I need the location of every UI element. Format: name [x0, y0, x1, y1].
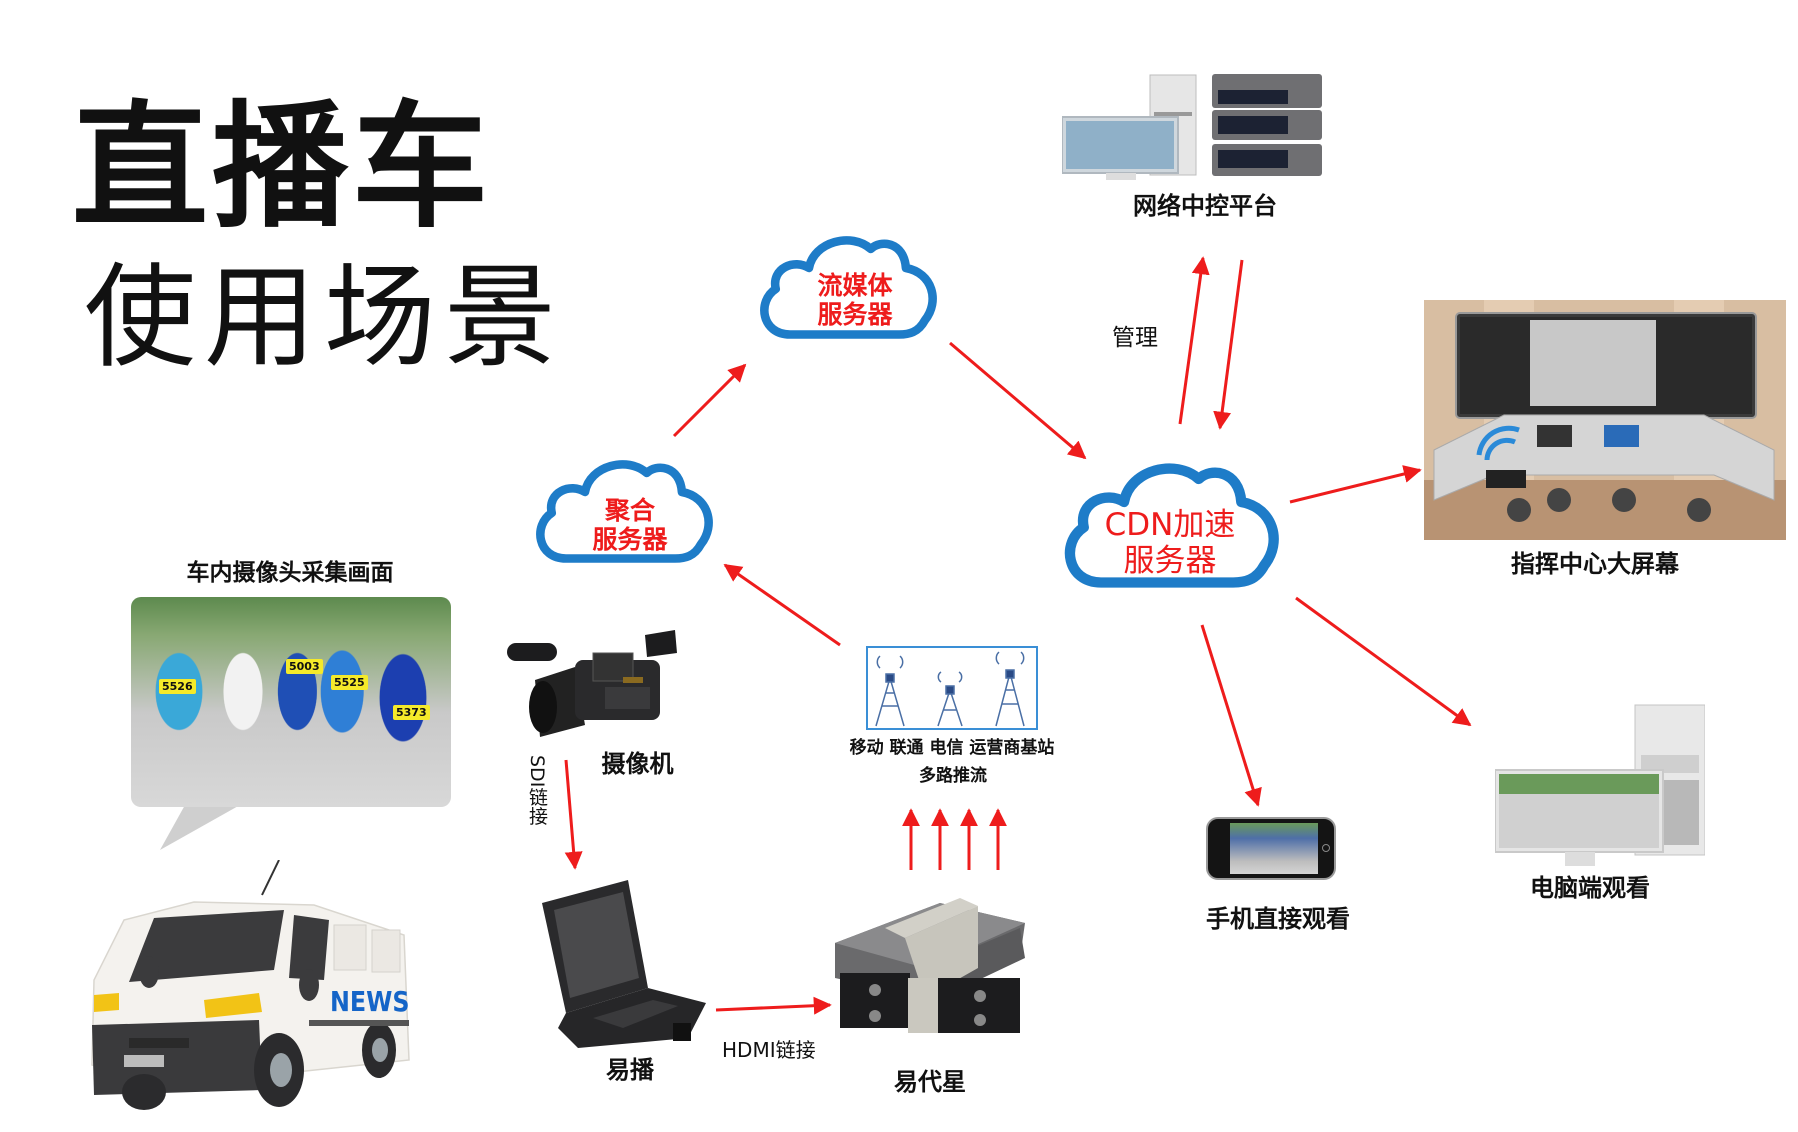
network-control-platform-label: 网络中控平台 [1133, 192, 1277, 220]
base-station-label: 移动 联通 电信 运营商基站 [849, 738, 1055, 758]
mobile-phone-icon [1206, 817, 1336, 880]
arrow-cdn-to-command-center [1289, 465, 1422, 504]
aggregation-server-label: 聚合 服务器 [575, 496, 685, 555]
arrow-basestation-to-aggregation [723, 563, 841, 647]
rugged-laptop-icon [538, 878, 708, 1050]
race-bib: 5003 [286, 659, 323, 674]
streaming-server-label: 流媒体 服务器 [800, 271, 910, 330]
base-station-panel [866, 646, 1038, 730]
sdi-link-label: SDI链接 [526, 755, 548, 826]
race-bib: 5525 [331, 675, 368, 690]
arrow-management-up [1178, 256, 1210, 425]
desktop-pc-icon [1494, 690, 1706, 870]
arrow-streaming-to-cdn [949, 341, 1087, 460]
cdn-server-label: CDN加速 服务器 [1085, 507, 1255, 579]
diagram-title: 直播车 [72, 89, 492, 247]
home-button-icon [1322, 844, 1330, 852]
management-label: 管理 [1112, 325, 1158, 351]
mobile-view-label: 手机直接观看 [1206, 905, 1350, 933]
command-center-label: 指挥中心大屏幕 [1511, 550, 1679, 578]
phone-screen [1230, 823, 1318, 874]
arrow-camera-to-yibo-sdi [564, 759, 583, 870]
aggregation-server-line1: 聚合 [604, 496, 655, 525]
network-control-platform-icon [1061, 72, 1324, 182]
aggregation-server-line2: 服务器 [592, 524, 668, 554]
streaming-server-line2: 服务器 [817, 299, 893, 329]
cdn-server-line1: CDN加速 [1104, 507, 1236, 543]
diagram-subtitle: 使用场景 [84, 253, 564, 383]
hdmi-link-label: HDMI链接 [722, 1038, 816, 1062]
car-camera-feed-label: 车内摄像头采集画面 [186, 560, 394, 586]
van-news-text: NEWS [330, 985, 410, 1018]
race-bib: 5373 [393, 705, 430, 720]
multi-stream-label: 多路推流 [919, 766, 987, 786]
arrow-yibo-to-yidaixing-hdmi [715, 996, 832, 1015]
command-center-image [1424, 300, 1786, 540]
yibo-label: 易播 [606, 1056, 654, 1084]
streaming-server-line1: 流媒体 [817, 271, 893, 300]
cell-tower-icon [875, 651, 1025, 727]
video-camera-icon [505, 625, 685, 740]
pc-view-label: 电脑端观看 [1530, 874, 1650, 902]
camera-label: 摄像机 [601, 750, 674, 778]
arrow-management-down [1213, 259, 1244, 430]
yidaixing-device-icon [830, 898, 1030, 1038]
cdn-server-line2: 服务器 [1123, 542, 1217, 579]
arrow-cdn-to-mobile [1200, 624, 1262, 807]
yidaixing-label: 易代星 [894, 1068, 966, 1096]
car-camera-feed-image: 5526 5003 5525 5373 [131, 597, 451, 807]
news-van-icon: NEWS [84, 859, 414, 1115]
arrow-aggregation-to-streaming [672, 363, 747, 438]
arrow-cdn-to-pc [1295, 596, 1472, 727]
race-bib: 5526 [159, 679, 196, 694]
